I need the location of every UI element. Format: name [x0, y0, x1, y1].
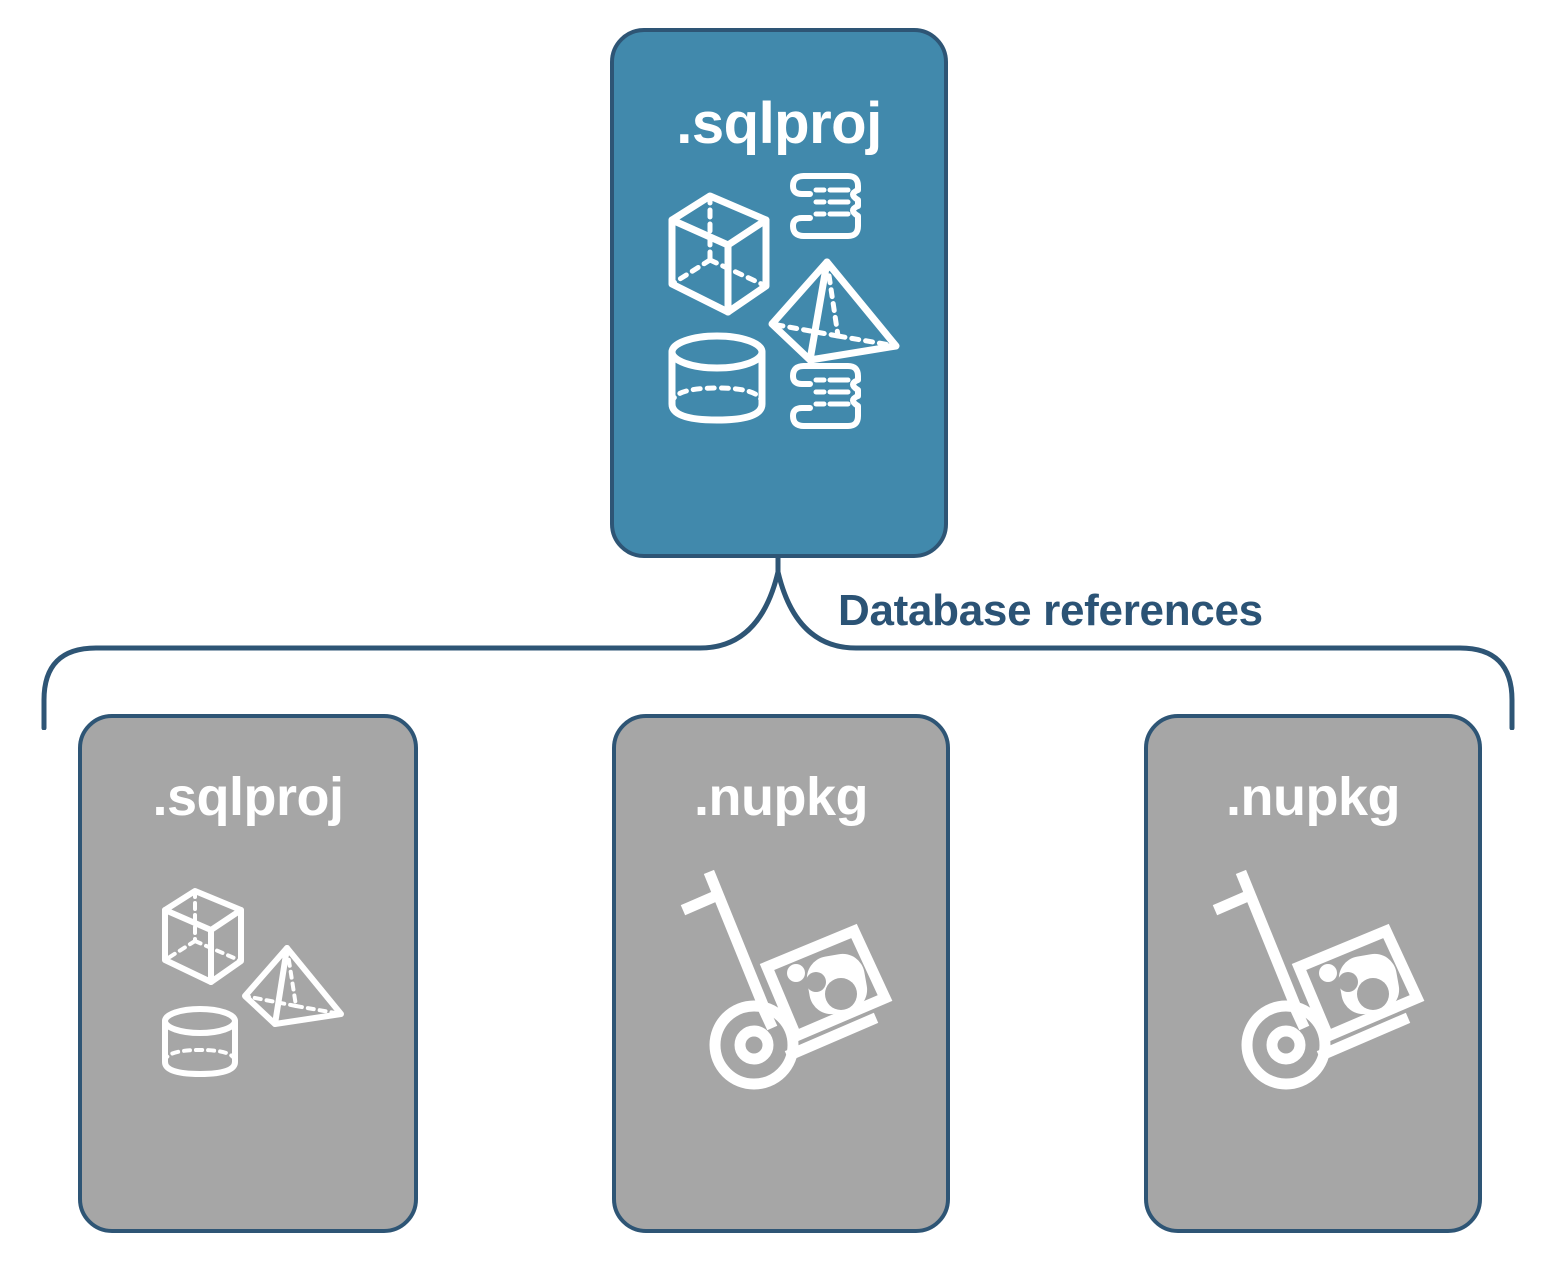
- hand-truck-package-icon: [1212, 869, 1425, 1090]
- cube-wireframe-icon: [668, 192, 770, 316]
- reference-node-label: .sqlproj: [152, 767, 344, 827]
- cylinder-wireframe-icon: [668, 332, 766, 424]
- reference-node-nupkg-1[interactable]: .nupkg: [612, 714, 950, 1233]
- pyramid-wireframe-icon: [768, 258, 900, 364]
- reference-node-label: .nupkg: [694, 767, 868, 827]
- reference-node-icon-group: [157, 876, 372, 1091]
- reference-node-icon-group: [1198, 860, 1438, 1092]
- root-node-sqlproj[interactable]: .sqlproj: [610, 28, 948, 558]
- database-references-bracket: [41, 555, 1515, 730]
- database-references-label: Database references: [838, 586, 1263, 635]
- reference-node-icon-group: [666, 860, 906, 1092]
- reference-node-label: .nupkg: [1226, 767, 1400, 827]
- reference-node-sqlproj[interactable]: .sqlproj: [78, 714, 418, 1233]
- pyramid-wireframe-icon: [242, 945, 344, 1027]
- script-scroll-icon: [790, 173, 861, 239]
- root-node-label: .sqlproj: [676, 91, 882, 156]
- reference-node-nupkg-2[interactable]: .nupkg: [1144, 714, 1482, 1233]
- script-scroll-icon: [790, 363, 861, 429]
- hand-truck-package-icon: [680, 869, 893, 1090]
- cube-wireframe-icon: [162, 888, 244, 985]
- root-node-icon-group: [662, 168, 912, 430]
- cylinder-wireframe-icon: [162, 1006, 238, 1077]
